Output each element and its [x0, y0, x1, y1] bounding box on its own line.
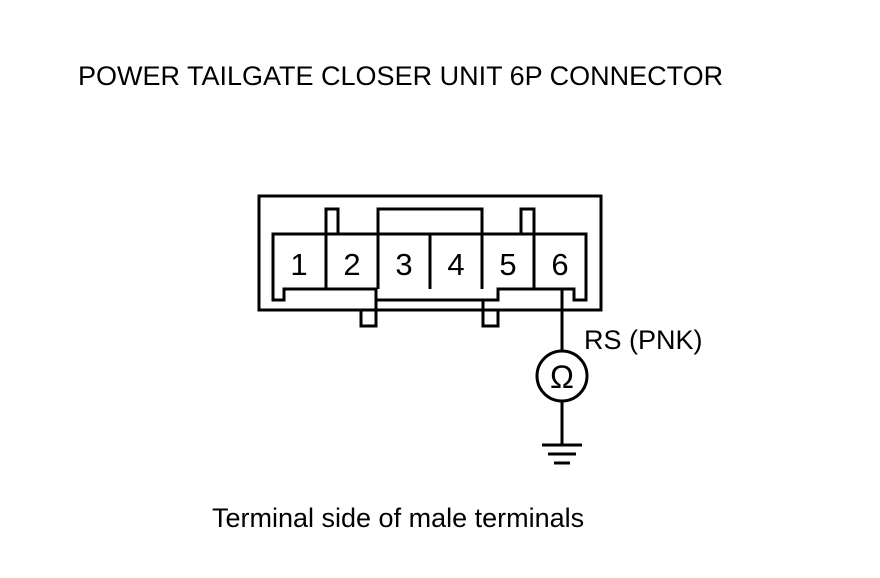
terminal-dividers: [324, 234, 536, 289]
key-rib-right: [519, 207, 536, 234]
connector-housing: [257, 194, 603, 312]
key-rib-center: [376, 207, 484, 234]
lock-tab-left: [359, 300, 378, 328]
terminal-label-1: 1: [290, 247, 307, 282]
lock-tab-right: [481, 300, 500, 328]
terminal-cavity: [271, 232, 588, 302]
terminal-label-3: 3: [395, 247, 412, 282]
terminal-label-5: 5: [499, 247, 516, 282]
view-caption: Terminal side of male terminals: [212, 503, 585, 533]
terminal-label-6: 6: [551, 247, 568, 282]
wire-label: RS (PNK): [584, 325, 703, 355]
ohm-icon: Ω: [550, 359, 574, 395]
ground-icon: [542, 443, 582, 465]
terminal-label-4: 4: [447, 247, 464, 282]
diagram-title: POWER TAILGATE CLOSER UNIT 6P CONNECTOR: [78, 61, 724, 91]
terminal-label-2: 2: [343, 247, 360, 282]
key-rib-left: [324, 207, 340, 234]
